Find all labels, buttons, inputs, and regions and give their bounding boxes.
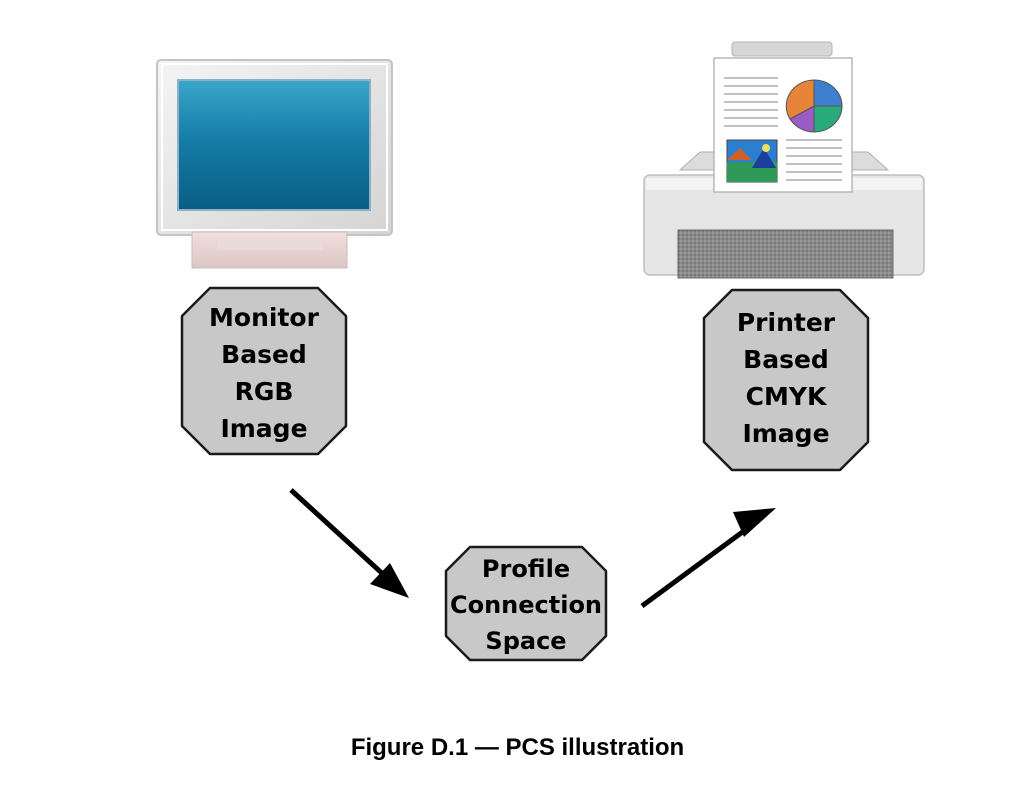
- printer-label-line-3: CMYK: [745, 382, 827, 411]
- monitor-label-line-1: Monitor: [209, 303, 319, 332]
- printer-icon: [643, 41, 925, 279]
- photo-thumbnail-icon: [726, 139, 778, 183]
- monitor-label-line-4: Image: [220, 414, 308, 443]
- pcs-box: [444, 545, 608, 662]
- monitor-rgb-box: [180, 286, 348, 456]
- monitor-label-line-2: Based: [221, 340, 307, 369]
- pcs-label-line-3: Space: [485, 627, 567, 655]
- pcs-label-line-2: Connection: [449, 591, 603, 619]
- printer-label-line-1: Printer: [736, 308, 836, 337]
- pcs-label-line-1: Profile: [481, 555, 571, 583]
- figure-caption: Figure D.1 — PCS illustration: [350, 734, 685, 761]
- monitor-icon: [156, 59, 393, 269]
- printer-label-line-2: Based: [743, 345, 829, 374]
- pcs-label: Profile Connection Space: [446, 551, 606, 659]
- monitor-rgb-label: Monitor Based RGB Image: [182, 299, 346, 447]
- monitor-label-line-3: RGB: [234, 377, 294, 406]
- pie-chart-icon: [785, 79, 843, 133]
- printer-cmyk-label: Printer Based CMYK Image: [704, 304, 868, 452]
- printer-cmyk-box: [702, 288, 870, 472]
- printer-label-line-4: Image: [742, 419, 830, 448]
- arrow-pcs-to-printer: [640, 508, 776, 609]
- arrow-monitor-to-pcs: [289, 488, 409, 598]
